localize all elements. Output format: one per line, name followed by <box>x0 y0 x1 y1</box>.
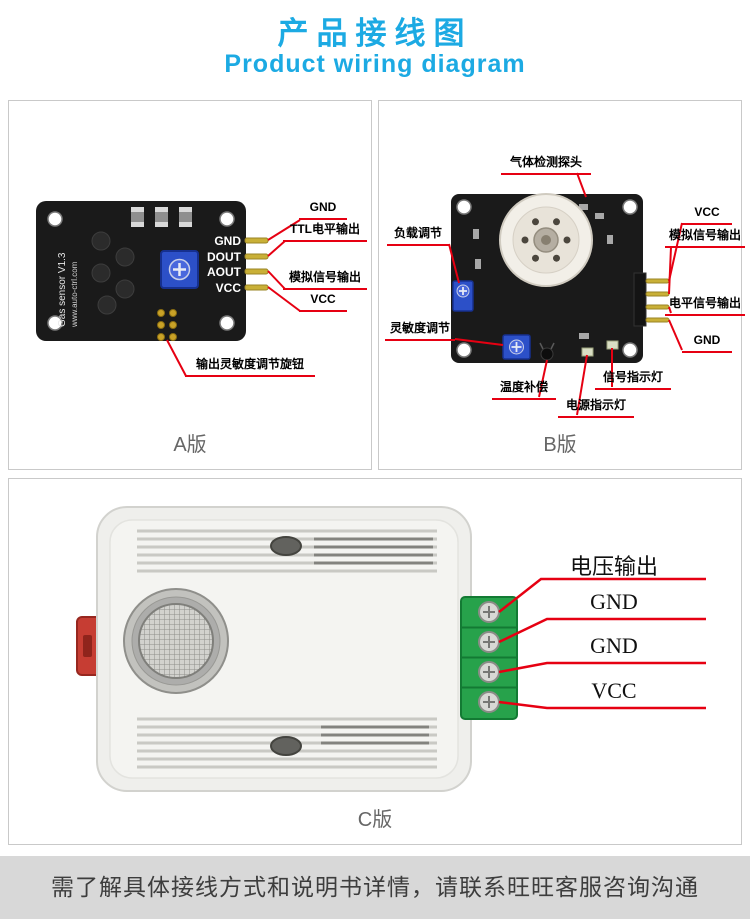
callout-b-signal-indicator: 信号指示灯 <box>595 370 671 390</box>
version-label-b: B版 <box>543 434 577 456</box>
pin-label-aout: AOUT <box>207 265 242 279</box>
page-title: 产品接线图 <box>277 16 473 51</box>
vents-bottom-dark <box>321 725 429 745</box>
callout-b-power-indicator: 电源指示灯 <box>558 398 634 418</box>
signal-led <box>606 340 619 350</box>
callout-c-gnd-1: GND <box>590 589 638 614</box>
panel-c: 电压输出 GND GND VCC C版 <box>8 478 742 845</box>
enclosure <box>96 506 472 792</box>
page-subtitle: Product wiring diagram <box>224 50 526 78</box>
solder-pads-a <box>157 309 177 341</box>
pin-labels-a: GND DOUT AOUT VCC <box>207 234 242 295</box>
callout-b-level-output: 电平信号输出 <box>665 296 745 316</box>
callout-c-vcc: VCC <box>591 678 637 703</box>
gas-sensor-mesh <box>123 588 229 694</box>
callout-lines-a <box>166 219 301 377</box>
silk-text-url: www.auto-ctrl.com <box>70 261 79 328</box>
footer-bar: 需了解具体接线方式和说明书详情，请联系旺旺客服咨询沟通 <box>0 856 750 919</box>
silk-text-brand: Gas sensor V1.3 <box>57 252 68 327</box>
callout-lines-b <box>448 172 683 416</box>
version-label-a: A版 <box>173 434 207 456</box>
callout-a-gnd: GND <box>299 200 347 220</box>
callout-b-gnd: GND <box>682 333 732 353</box>
screw-slot-bottom <box>270 736 302 756</box>
potentiometer-a <box>160 250 199 289</box>
callout-b-probe: 气体检测探头 <box>501 155 591 175</box>
callout-c-voltage-output: 电压输出 <box>569 554 658 579</box>
screw-slot-top <box>270 536 302 556</box>
potentiometer-sensitivity <box>502 334 531 360</box>
callout-c-gnd-2: GND <box>590 633 638 658</box>
callout-b-analog-output: 模拟信号输出 <box>665 228 745 248</box>
header-pins-a <box>244 237 269 291</box>
pin-label-vcc: VCC <box>216 281 242 295</box>
socket-pin-holes <box>521 218 571 262</box>
callout-b-load-adjust: 负载调节 <box>387 226 449 246</box>
header-pins-b <box>633 272 670 327</box>
pin-label-gnd: GND <box>214 234 241 248</box>
sensor-socket <box>499 193 593 287</box>
version-label-c: C版 <box>357 809 393 831</box>
callout-a-sensitivity-knob: 输出灵敏度调节旋钮 <box>185 357 315 377</box>
callout-a-analog-output: 模拟信号输出 <box>283 270 367 290</box>
panel-b: 气体检测探头 负载调节 灵敏度调节 VCC 模拟信号输出 电平信号输出 GND … <box>378 100 745 470</box>
panel-c-graphic <box>76 506 706 792</box>
callout-b-vcc: VCC <box>682 205 732 225</box>
panel-a-graphic: Gas sensor V1.3 www.auto-ctrl.com <box>36 201 301 377</box>
callout-b-sensitivity-adjust: 灵敏度调节 <box>385 321 455 341</box>
footer-notice: 需了解具体接线方式和说明书详情，请联系旺旺客服咨询沟通 <box>51 874 699 900</box>
pcb-a: Gas sensor V1.3 www.auto-ctrl.com <box>36 201 269 341</box>
panel-b-graphic <box>448 172 683 416</box>
smd-components-a <box>131 207 192 227</box>
terminal-block <box>460 596 518 720</box>
vents-top-dark <box>314 537 433 565</box>
round-components-a <box>91 231 135 315</box>
callout-a-ttl-output: TTL电平输出 <box>283 222 367 242</box>
pin-label-dout: DOUT <box>207 250 242 264</box>
power-led <box>581 347 594 357</box>
mounting-holes-b <box>456 199 638 358</box>
terminal-screws <box>478 601 500 713</box>
callout-lines-c <box>498 577 706 710</box>
panel-a: Gas sensor V1.3 www.auto-ctrl.com <box>8 100 372 470</box>
callout-a-vcc: VCC <box>299 292 347 312</box>
callout-b-temp-compensation: 温度补偿 <box>492 380 556 400</box>
potentiometer-load <box>452 280 474 312</box>
mounting-holes-a <box>47 211 235 331</box>
